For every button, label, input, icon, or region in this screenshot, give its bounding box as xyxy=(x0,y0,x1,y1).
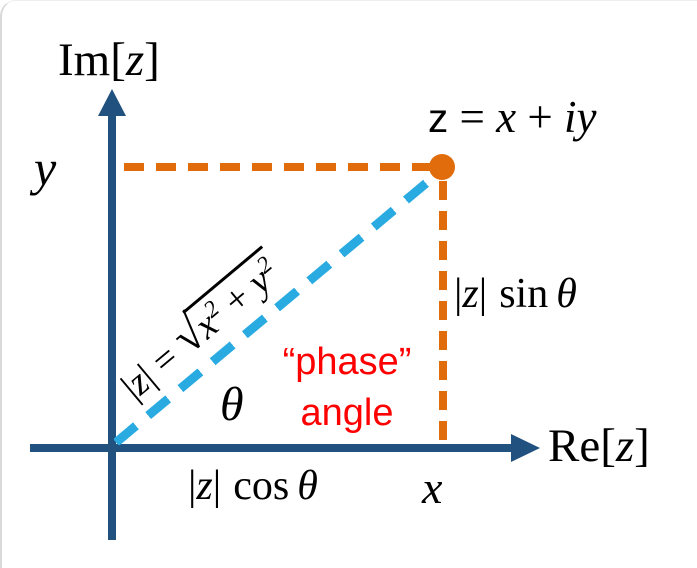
phase-annotation-line1: “phase” xyxy=(282,341,412,383)
y-coordinate-label: y xyxy=(34,140,57,196)
imaginary-axis-label: Im[z] xyxy=(58,34,160,86)
horizontal-projection-dashed-line xyxy=(124,163,430,171)
real-axis-arrowhead-icon xyxy=(511,434,540,462)
real-axis-line xyxy=(30,444,512,452)
theta-angle-label: θ xyxy=(220,378,244,431)
phase-angle-annotation: “phase” angle xyxy=(254,337,440,440)
point-equation-label: z = x + iy xyxy=(428,92,597,142)
phase-annotation-line2: angle xyxy=(300,392,394,435)
imaginary-axis-line xyxy=(108,113,116,540)
complex-point-marker xyxy=(429,154,455,180)
real-axis-label: Re[z] xyxy=(548,420,650,472)
imaginary-axis-arrowhead-icon xyxy=(98,89,126,116)
vertical-projection-dashed-line xyxy=(439,181,447,443)
x-coordinate-label: x xyxy=(422,462,443,513)
